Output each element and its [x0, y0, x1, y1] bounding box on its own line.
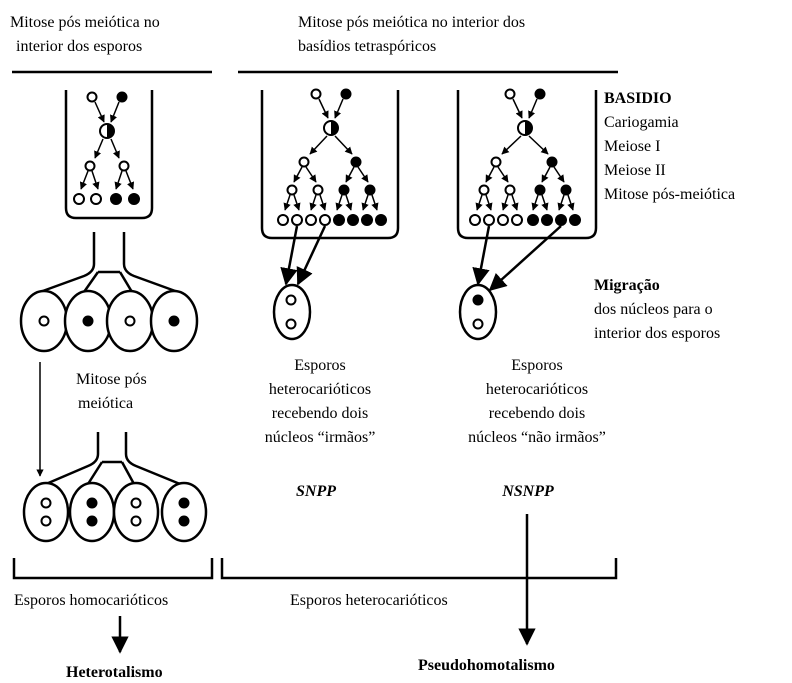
right-caption-line-2: heterocarióticos [486, 381, 588, 398]
label-homocaryotic: Esporos homocarióticos [14, 592, 168, 609]
spore [22, 481, 70, 543]
spore [112, 481, 160, 543]
middle-caption-line-3: recebendo dois [272, 405, 368, 422]
header-left-line-2: interior dos esporos [16, 38, 142, 55]
spore-snpp [272, 283, 312, 341]
nucleus-black [116, 91, 128, 103]
bracket-homocaryotic [12, 558, 214, 580]
basidium-left-outline [64, 90, 154, 220]
basidium-middle-outline [260, 90, 400, 240]
basidium-middle [260, 88, 400, 240]
result-heterotalismo: Heterotalismo [66, 664, 163, 681]
header-right-line-1: Mitose pós meiótica no interior dos [298, 14, 525, 31]
migration-arrow [296, 225, 327, 286]
migration-arrow [280, 225, 299, 286]
right-caption: Esporos heterocarióticos recebendo dois … [468, 357, 606, 446]
spore [68, 481, 116, 543]
mitosis-label-line-1: Mitose pós [76, 371, 147, 388]
result-pseudohomotalismo: Pseudohomotalismo [418, 657, 555, 674]
basidium-right-outline [456, 90, 598, 240]
header-right: Mitose pós meiótica no interior dos basí… [298, 14, 525, 55]
basidio-legend: BASIDIO Cariogamia Meiose I Meiose II Mi… [604, 90, 735, 203]
left-spores-double [22, 432, 208, 543]
mitosis-label-line-2: meiótica [78, 395, 133, 412]
migration-note: Migração dos núcleos para o interior dos… [594, 277, 720, 342]
label-heterocaryotic: Esporos heterocarióticos [290, 592, 448, 609]
migration-arrow [488, 225, 562, 292]
header-right-line-2: basídios tetraspóricos [298, 38, 436, 55]
basidium-left [64, 90, 154, 220]
migration-line-1: dos núcleos para o [594, 301, 713, 318]
right-caption-line-4: núcleos “não irmãos” [468, 429, 606, 446]
migration-line-2: interior dos esporos [594, 325, 720, 342]
nucleus-white [84, 160, 96, 172]
left-spores-single [19, 232, 199, 353]
middle-caption-line-1: Esporos [294, 357, 346, 374]
basidium-right [456, 88, 598, 240]
middle-caption-line-4: núcleos “irmãos” [265, 429, 376, 446]
legend-item-mitose: Mitose pós-meiótica [604, 186, 735, 203]
code-nsnpp: NSNPP [501, 483, 554, 500]
migration-title: Migração [594, 277, 660, 294]
migration-arrow [472, 225, 491, 286]
nucleus-white [118, 160, 130, 172]
spore-nsnpp [458, 283, 498, 341]
nucleus-white [86, 91, 98, 103]
bracket-heterocaryotic [220, 558, 618, 580]
header-left-line-1: Mitose pós meiótica no [10, 14, 160, 31]
legend-item-meiose-1: Meiose I [604, 138, 660, 155]
legend-item-cariogamia: Cariogamia [604, 114, 679, 131]
right-caption-line-3: recebendo dois [489, 405, 585, 422]
spore [160, 481, 208, 543]
middle-caption-line-2: heterocarióticos [269, 381, 371, 398]
middle-caption: Esporos heterocarióticos recebendo dois … [265, 357, 376, 446]
header-left: Mitose pós meiótica no interior dos espo… [10, 14, 160, 55]
legend-item-meiose-2: Meiose II [604, 162, 666, 179]
right-caption-line-1: Esporos [511, 357, 563, 374]
code-snpp: SNPP [296, 483, 336, 500]
legend-title: BASIDIO [604, 90, 672, 107]
